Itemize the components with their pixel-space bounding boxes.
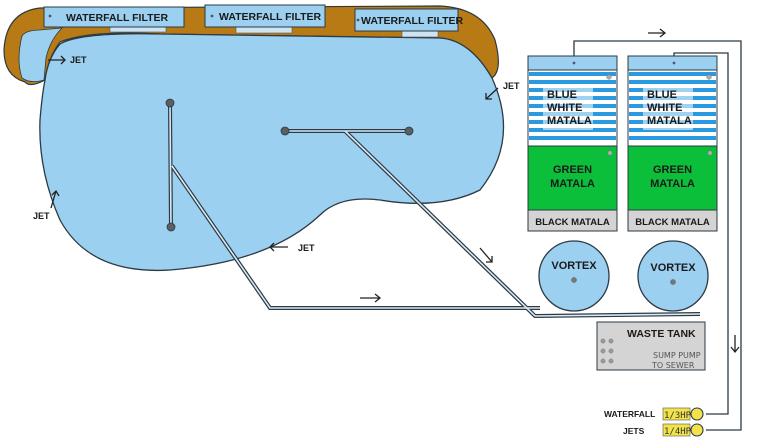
black-label: BLACK MATALA [535, 217, 610, 228]
blue-white-label: BLUE [547, 89, 577, 101]
pump-jets: JETS 1/4HP [623, 423, 704, 437]
vortex-1: VORTEX [538, 240, 610, 312]
green-matala: GREEN MATALA [627, 145, 718, 211]
jet-label: JET [33, 211, 50, 221]
black-matala: BLACK MATALA [627, 209, 718, 232]
pump-icon [690, 407, 704, 421]
bottom-drains [165, 98, 414, 232]
inlet-icon [672, 61, 676, 65]
vortex-2: VORTEX [637, 240, 709, 312]
arrow-right-icon [648, 28, 667, 38]
drain-icon [404, 126, 414, 136]
pump-hp: 1/3HP [664, 411, 692, 421]
green-label: MATALA [550, 178, 595, 190]
waterfall-filter-2: WATERFALL FILTER [204, 4, 326, 28]
vortex-drain-icon [670, 279, 676, 285]
green-label: MATALA [650, 178, 695, 190]
jet-left: JET [33, 189, 60, 221]
arrow-right-icon [360, 293, 382, 303]
jet-bottom: JET [269, 242, 315, 253]
green-label: GREEN [653, 164, 692, 176]
pump-name: JETS [623, 426, 645, 436]
green-matala: GREEN MATALA [527, 145, 618, 211]
arrow-down-icon [730, 335, 740, 354]
tower-inlet-chamber [527, 55, 618, 71]
filter-label: WATERFALL FILTER [361, 15, 463, 27]
inlet-icon [572, 61, 576, 65]
flow-arrows [360, 28, 740, 354]
waterfall-filter-3: WATERFALL FILTER [354, 8, 463, 32]
green-label: GREEN [553, 164, 592, 176]
dots-icon [600, 338, 614, 364]
jet-top-left: JET [48, 55, 87, 65]
vortex-label: VORTEX [650, 262, 696, 274]
black-label: BLACK MATALA [635, 217, 710, 228]
vortex-drain-icon [571, 277, 577, 283]
drain-icon [280, 126, 290, 136]
vortex-label: VORTEX [551, 260, 597, 272]
pump-name: WATERFALL [604, 409, 655, 419]
arrow-down-right-icon [479, 247, 493, 263]
stone-water-pocket [18, 27, 64, 82]
pump-icon [690, 423, 704, 437]
arrow-right-icon [48, 55, 66, 65]
drain-icon [165, 98, 175, 108]
sump-note-line2: TO SEWER [651, 361, 695, 370]
jet-label: JET [298, 243, 315, 253]
waste-tank-title: WASTE TANK [627, 328, 696, 340]
blue-white-label: WHITE [647, 102, 682, 114]
waterfall-filter-1: WATERFALL FILTER [43, 6, 185, 28]
pump-waterfall: WATERFALL 1/3HP [604, 407, 704, 421]
arrow-up-icon [50, 189, 60, 209]
sump-note-line1: SUMP PUMP [653, 351, 701, 360]
pump-hp: 1/4HP [664, 427, 692, 437]
arrow-down-left-icon [485, 87, 499, 100]
filter-label: WATERFALL FILTER [66, 12, 168, 24]
tower-inlet-chamber [627, 55, 718, 71]
return-pipes [573, 40, 742, 431]
black-matala: BLACK MATALA [527, 209, 618, 232]
jet-label: JET [70, 55, 87, 65]
drain-icon [166, 222, 176, 232]
jet-right: JET [485, 81, 520, 100]
drain-pipes [168, 102, 701, 319]
blue-white-label: MATALA [647, 115, 692, 127]
filter-label: WATERFALL FILTER [219, 11, 321, 23]
pond-water [39, 33, 505, 272]
blue-white-label: MATALA [547, 115, 592, 127]
blue-white-label: BLUE [647, 89, 677, 101]
blue-white-label: WHITE [547, 102, 582, 114]
waste-tank: WASTE TANK SUMP PUMP TO SEWER [596, 321, 706, 371]
arrow-left-icon [269, 242, 288, 252]
jet-label: JET [503, 81, 520, 91]
